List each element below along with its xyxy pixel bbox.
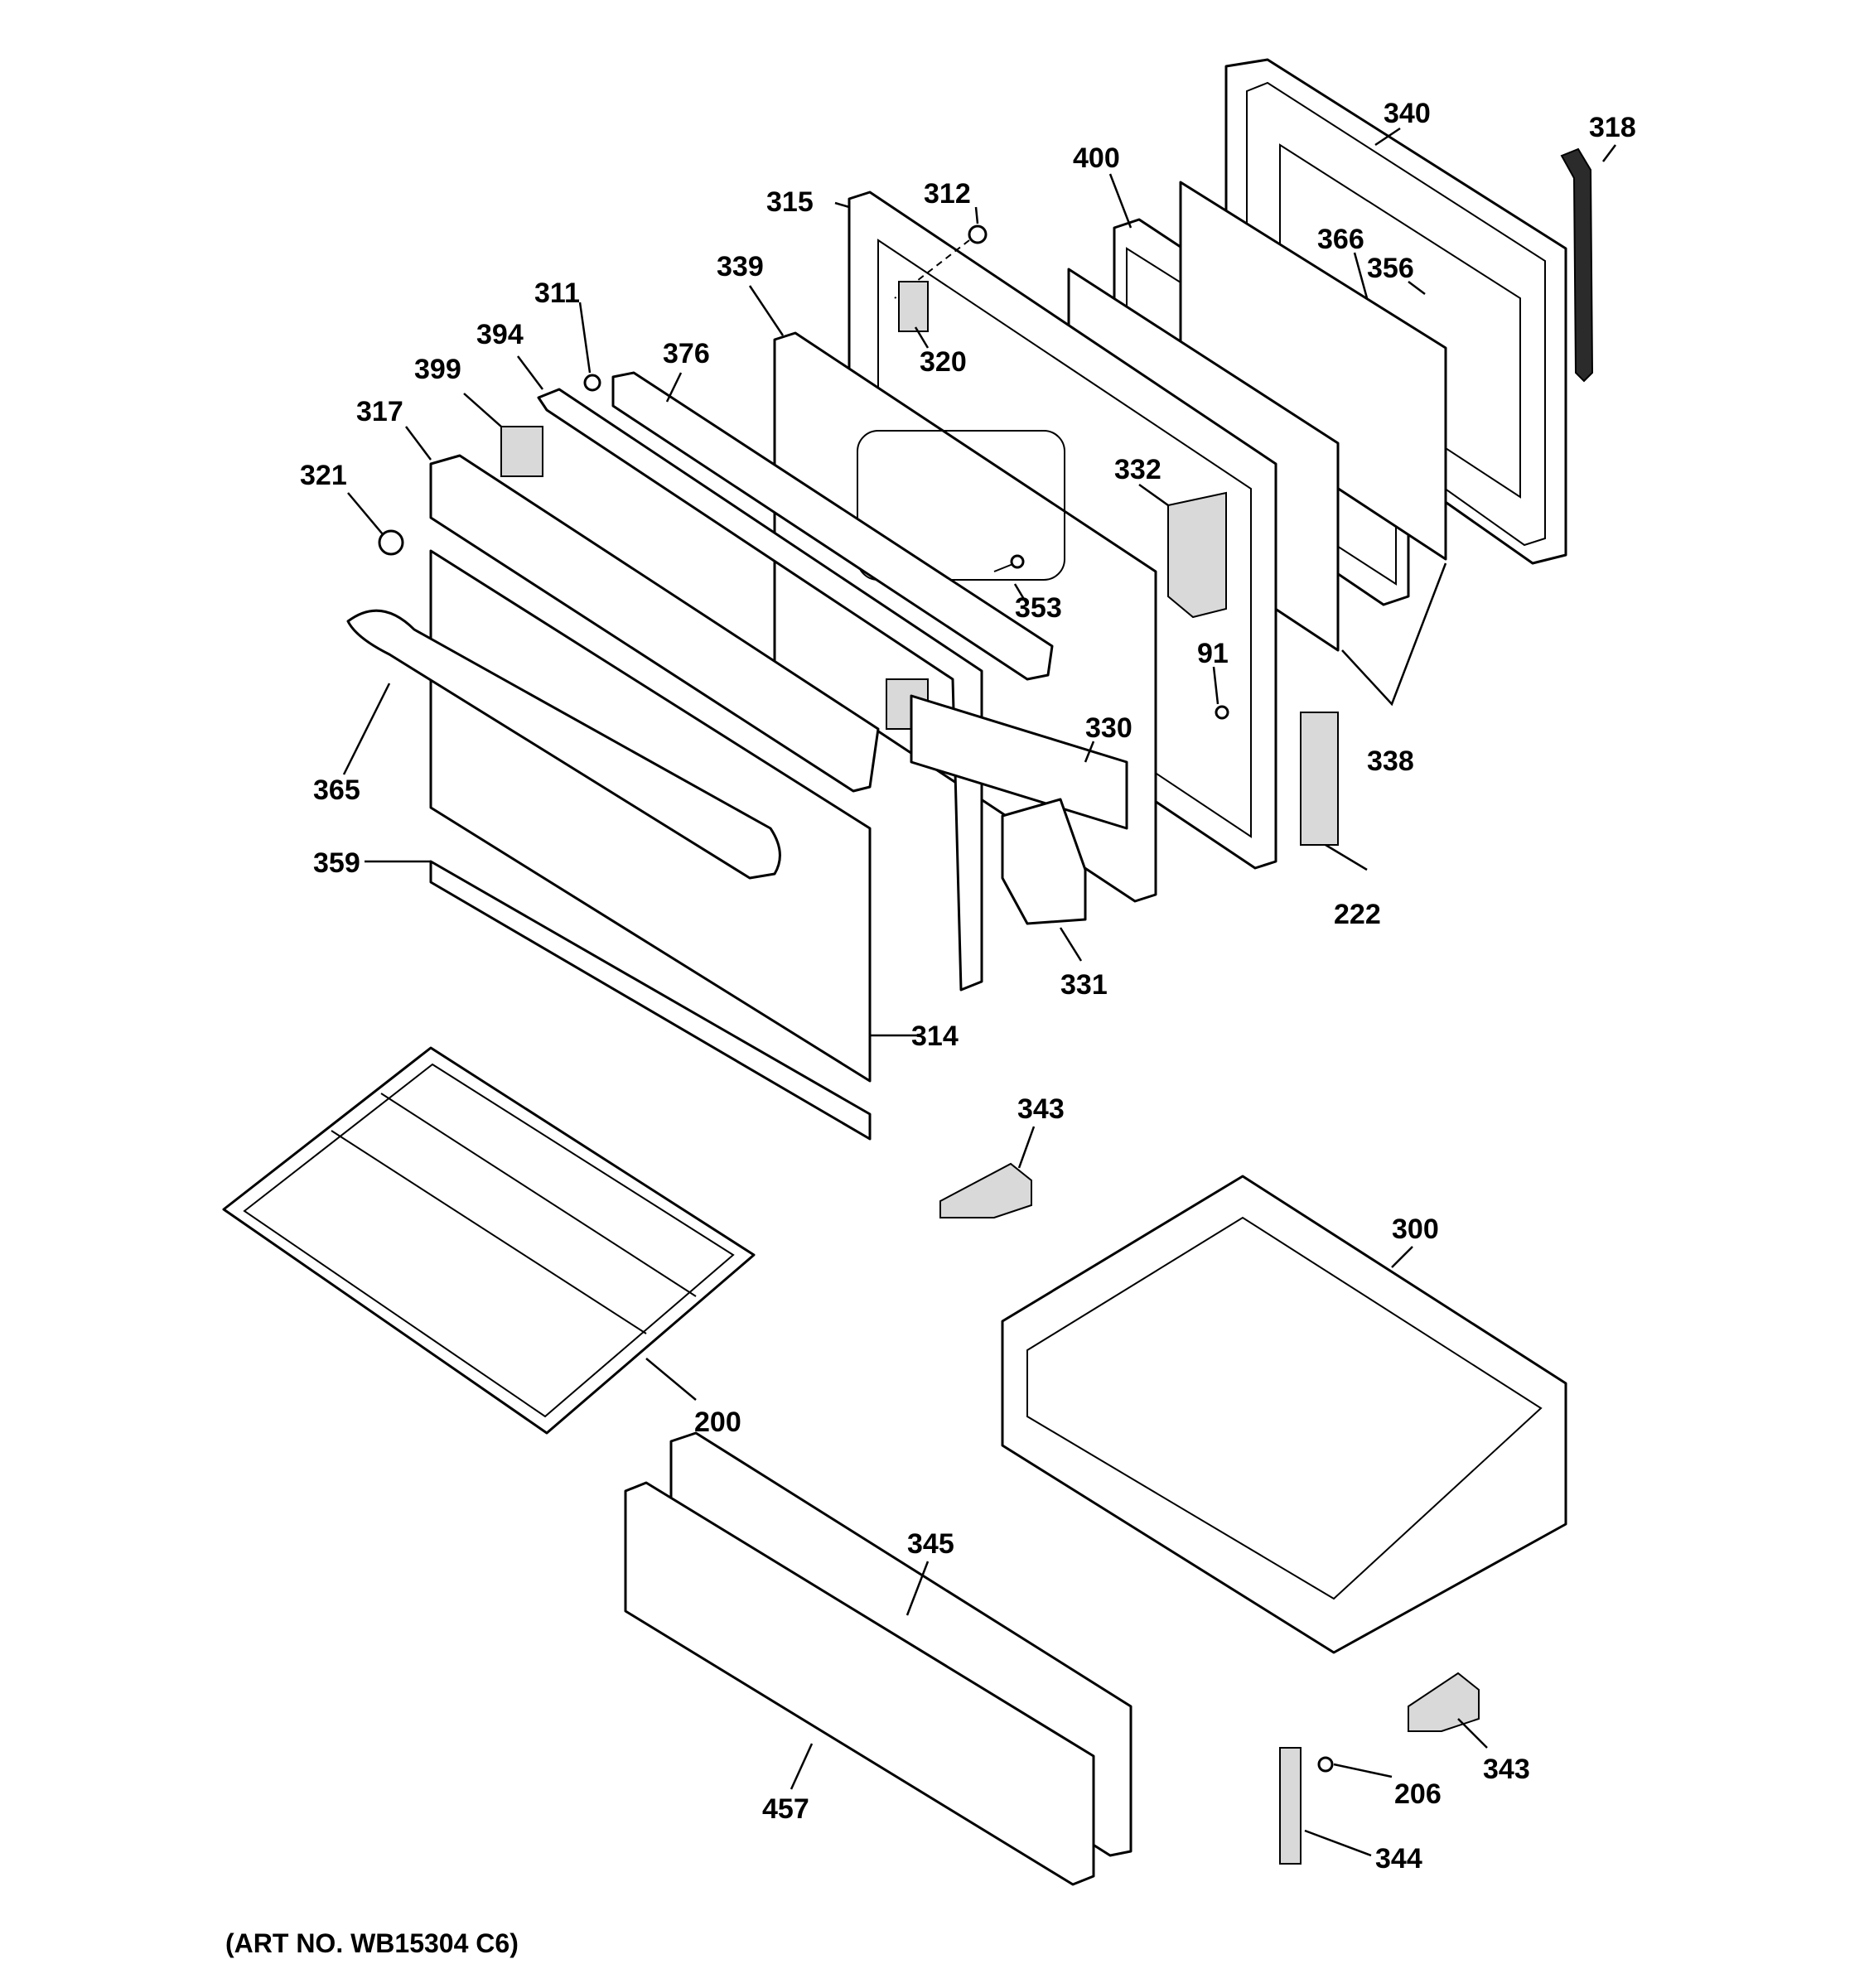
callout-318: 318 bbox=[1589, 112, 1636, 143]
callout-376: 376 bbox=[663, 338, 710, 369]
callout-200: 200 bbox=[694, 1407, 741, 1438]
nut-312 bbox=[894, 224, 988, 299]
door-insulation-strip-330 bbox=[910, 694, 1128, 830]
hinge-bracket-332 bbox=[1167, 491, 1227, 619]
callout-312: 312 bbox=[924, 178, 971, 210]
callout-labels: 340 318 400 312 315 366 356 339 311 320 … bbox=[300, 98, 1636, 1875]
callout-400: 400 bbox=[1073, 142, 1120, 174]
callout-leaders bbox=[342, 127, 1616, 1857]
door-hinge-222 bbox=[1300, 712, 1339, 846]
callout-317: 317 bbox=[356, 396, 403, 427]
callout-340: 340 bbox=[1384, 98, 1431, 129]
callout-320: 320 bbox=[920, 346, 967, 378]
bracket-320 bbox=[898, 281, 929, 332]
callout-206: 206 bbox=[1394, 1778, 1442, 1810]
callout-365: 365 bbox=[313, 774, 360, 806]
callout-343-lower: 343 bbox=[1483, 1754, 1530, 1785]
callout-344: 344 bbox=[1375, 1843, 1422, 1875]
callout-332: 332 bbox=[1114, 454, 1161, 485]
drawer-front-457 bbox=[624, 1481, 1095, 1886]
callout-353: 353 bbox=[1015, 592, 1062, 624]
screw-206 bbox=[1317, 1756, 1334, 1773]
callout-222: 222 bbox=[1334, 899, 1381, 930]
callout-457: 457 bbox=[762, 1793, 809, 1825]
callout-314: 314 bbox=[911, 1021, 959, 1052]
door-bottom-trim-359 bbox=[429, 860, 872, 1141]
screw-353 bbox=[993, 554, 1025, 572]
oven-rack-200 bbox=[222, 1046, 756, 1435]
callout-366: 366 bbox=[1317, 224, 1364, 255]
door-handle-365 bbox=[346, 609, 781, 880]
art-number: (ART NO. WB15304 C6) bbox=[225, 1928, 519, 1958]
screw-91 bbox=[1215, 705, 1229, 720]
callout-399: 399 bbox=[414, 354, 461, 385]
callout-330: 330 bbox=[1085, 712, 1133, 744]
callout-321: 321 bbox=[300, 460, 347, 491]
callout-315: 315 bbox=[766, 186, 814, 218]
insulation-block-331 bbox=[1001, 798, 1087, 925]
callout-338: 338 bbox=[1367, 746, 1414, 777]
callout-311: 311 bbox=[534, 277, 580, 309]
callout-91: 91 bbox=[1197, 638, 1229, 669]
drawer-rail-344 bbox=[1279, 1747, 1302, 1865]
drawer-slide-343-upper bbox=[939, 1162, 1032, 1218]
callout-331: 331 bbox=[1060, 969, 1108, 1001]
door-gasket-318 bbox=[1560, 147, 1594, 383]
callout-359: 359 bbox=[313, 847, 360, 879]
callout-339: 339 bbox=[717, 251, 764, 282]
callout-343-upper: 343 bbox=[1017, 1093, 1065, 1125]
callout-394: 394 bbox=[476, 319, 524, 350]
door-top-trim-317 bbox=[429, 454, 880, 793]
storage-drawer-300 bbox=[1001, 1175, 1567, 1654]
callout-345: 345 bbox=[907, 1528, 954, 1560]
door-frame-394 bbox=[537, 388, 983, 992]
callout-356: 356 bbox=[1367, 253, 1414, 284]
vent-strip-376 bbox=[611, 371, 1054, 681]
drawer-slide-343-lower bbox=[1408, 1672, 1480, 1732]
callout-300: 300 bbox=[1392, 1214, 1439, 1245]
nut-321 bbox=[378, 529, 404, 556]
screw-311 bbox=[583, 374, 601, 392]
